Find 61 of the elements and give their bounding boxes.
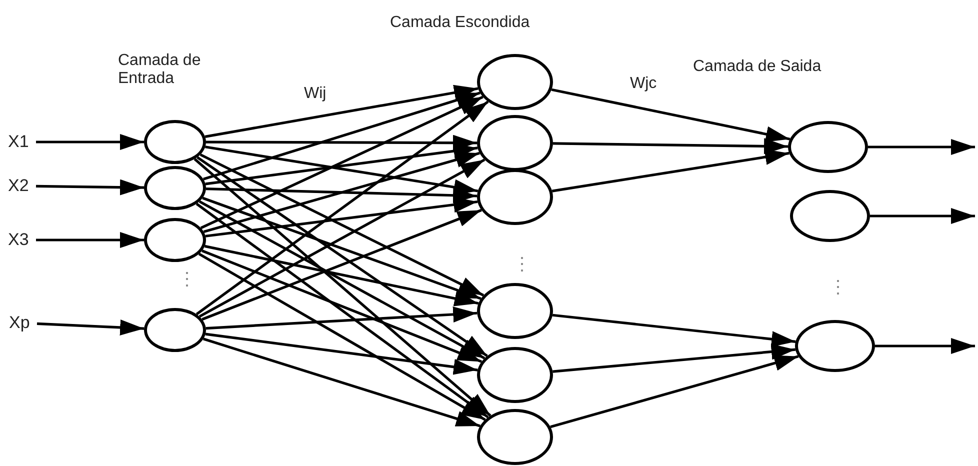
arrow [36, 179, 144, 196]
ellipsis-mark: ⋮ [178, 270, 196, 288]
arrow [205, 196, 478, 238]
layer-label: Camada de Saida [693, 58, 822, 76]
arrow [552, 344, 796, 373]
arrow [205, 332, 478, 375]
arrow [550, 355, 799, 428]
arrow [552, 149, 790, 192]
neuron-circle [477, 409, 553, 465]
input-label: X1 [8, 132, 34, 152]
neuron-circle [144, 308, 206, 352]
arrow [196, 156, 488, 357]
arrow [206, 134, 477, 151]
arrow [194, 158, 492, 417]
arrow [198, 252, 486, 421]
arrow [206, 187, 478, 204]
arrow [202, 338, 480, 428]
neuron-circle [144, 120, 206, 164]
arrow [875, 338, 975, 354]
arrow [552, 314, 796, 348]
ellipsis-mark: ⋮ [829, 278, 847, 296]
neuron-circle [477, 169, 553, 225]
arrow [202, 250, 482, 363]
arrow [202, 196, 482, 300]
neuron-circle [795, 320, 875, 372]
neuron-circle [477, 347, 553, 403]
neuron-circle [477, 115, 553, 171]
arrow [204, 84, 478, 138]
input-label: X2 [8, 176, 34, 196]
arrow [870, 208, 975, 224]
ellipsis-mark: ⋮ [513, 255, 531, 273]
arrow [202, 208, 482, 321]
neuron-circle [144, 218, 206, 262]
layer-label: Camada Escondida [390, 14, 530, 32]
arrow [205, 146, 478, 196]
neuron-circle [477, 283, 553, 339]
neuron-circle [477, 54, 553, 110]
arrow [200, 153, 484, 296]
arrow [552, 138, 788, 154]
arrow [196, 202, 489, 418]
arrow [206, 306, 478, 330]
arrow [198, 200, 486, 360]
arrow [36, 320, 144, 336]
layer-label: Wij [304, 85, 326, 103]
arrow [198, 158, 486, 318]
layer-label: Wjc [630, 75, 657, 93]
arrow [36, 134, 144, 150]
arrow [36, 232, 144, 248]
arrow [205, 143, 478, 186]
arrow [203, 92, 480, 180]
layer-label: Camada de Entrada [118, 52, 202, 88]
arrow [196, 100, 489, 316]
input-label: X3 [8, 230, 34, 250]
arrow [200, 96, 484, 230]
arrow [868, 139, 975, 155]
arrow [551, 88, 790, 142]
neuron-circle [144, 166, 206, 210]
arrow [203, 152, 480, 234]
neuron-circle [790, 190, 870, 242]
input-label: Xp [9, 313, 35, 333]
neuron-circle [788, 121, 868, 173]
